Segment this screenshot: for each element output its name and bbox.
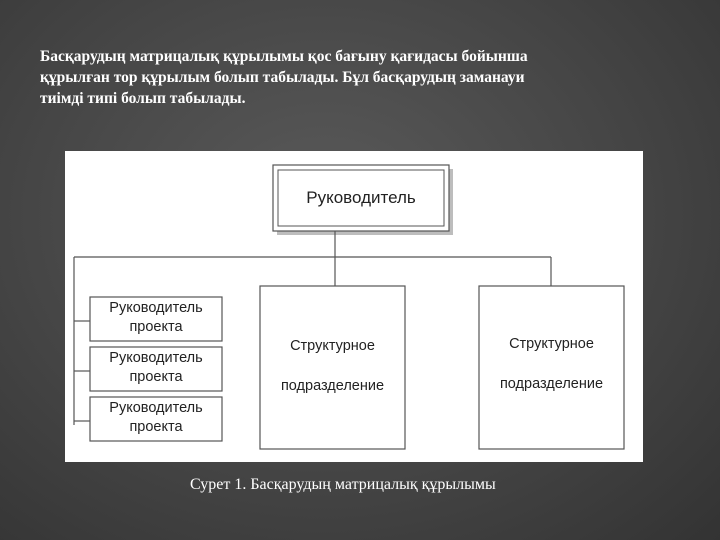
head-label: Руководитель <box>306 188 416 207</box>
project-manager-label-3: Руководитель проекта <box>90 399 222 437</box>
description-line-1: Басқарудың матрицалық құрылымы қос бағын… <box>40 48 528 65</box>
department-box-1 <box>259 285 406 450</box>
head-box-inner-frame <box>277 169 445 227</box>
project-manager-box-3 <box>89 396 223 442</box>
department-1-line2: подразделение <box>280 378 385 394</box>
project-manager-2-line2: проекта <box>129 369 183 385</box>
project-manager-3-line2: проекта <box>129 419 183 435</box>
department-1-label: Структурное подразделение <box>260 338 405 394</box>
department-box-2 <box>478 285 625 450</box>
department-2-line2: подразделение <box>499 376 604 392</box>
project-manager-box-1 <box>89 296 223 342</box>
slide-description: Басқарудың матрицалық құрылымы қос бағын… <box>40 46 690 109</box>
department-2-line1: Структурное <box>509 336 594 352</box>
project-manager-1-line1: Руководитель <box>109 300 203 316</box>
project-manager-2-line1: Руководитель <box>109 350 203 366</box>
diagram-connectors <box>73 164 625 450</box>
head-box-frame <box>272 164 450 232</box>
department-2-label: Структурное подразделение <box>479 336 624 392</box>
project-manager-box-2 <box>89 346 223 392</box>
figure-caption: Сурет 1. Басқарудың матрицалық құрылымы <box>190 476 496 493</box>
description-line-3: тиімді типі болып табылады. <box>40 90 246 107</box>
matrix-structure-diagram: Руководитель Руководитель проекта Руково… <box>65 151 643 462</box>
project-manager-label-2: Руководитель проекта <box>90 349 222 387</box>
description-line-2: құрылған тор құрылым болып табылады. Бұл… <box>40 69 525 86</box>
department-1-line1: Структурное <box>290 338 375 354</box>
project-manager-label-1: Руководитель проекта <box>90 299 222 337</box>
project-manager-3-line1: Руководитель <box>109 400 203 416</box>
project-manager-1-line2: проекта <box>129 319 183 335</box>
